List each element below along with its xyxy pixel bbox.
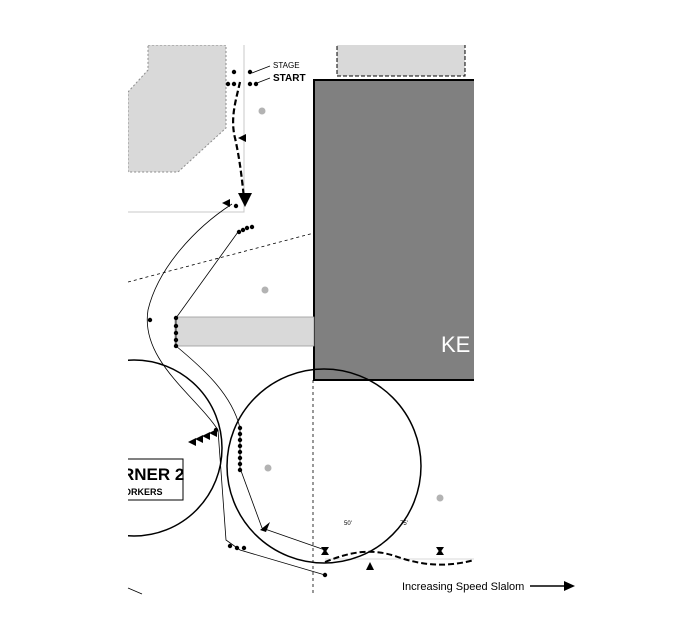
- driving-line-third: [217, 429, 326, 576]
- slalom-label: Increasing Speed Slalom: [402, 581, 524, 593]
- reference-line-diagonal: [128, 232, 315, 283]
- slalom-arrow-head: [564, 581, 575, 591]
- boundary-line-top-left: [128, 45, 245, 213]
- distance-75: 75': [400, 521, 408, 527]
- paved-strip: [174, 316, 315, 347]
- gray-marker: [436, 494, 444, 502]
- gray-marker: [261, 286, 269, 294]
- stage-label: STAGE: [273, 61, 300, 70]
- driving-line-fourth: [261, 527, 326, 551]
- start-path-dashed: [232, 81, 246, 199]
- distance-50: 50': [344, 521, 352, 527]
- corner-circle-left: [128, 359, 223, 537]
- start-arrowhead: [238, 193, 252, 207]
- gray-marker: [258, 107, 266, 115]
- paved-area-top-left: [128, 45, 227, 173]
- corner-subtitle: ORKERS: [124, 487, 163, 497]
- parking-area-top: [336, 45, 466, 77]
- building: [313, 79, 474, 381]
- pointer-cones: [188, 134, 444, 570]
- building-label: KE: [441, 332, 470, 357]
- start-leader-line: [256, 77, 271, 84]
- cones: [147, 69, 328, 578]
- corner-circle-right: [226, 368, 422, 564]
- start-label: START: [273, 73, 306, 84]
- slalom-path-dashed: [324, 550, 474, 566]
- stage-leader-line: [251, 65, 271, 74]
- driving-line-outer: [146, 203, 233, 431]
- corner-title: RNER 2: [122, 465, 184, 484]
- gray-marker: [264, 464, 272, 472]
- bottom-left-edge-line: [127, 587, 143, 595]
- corner-2-box: [128, 458, 184, 501]
